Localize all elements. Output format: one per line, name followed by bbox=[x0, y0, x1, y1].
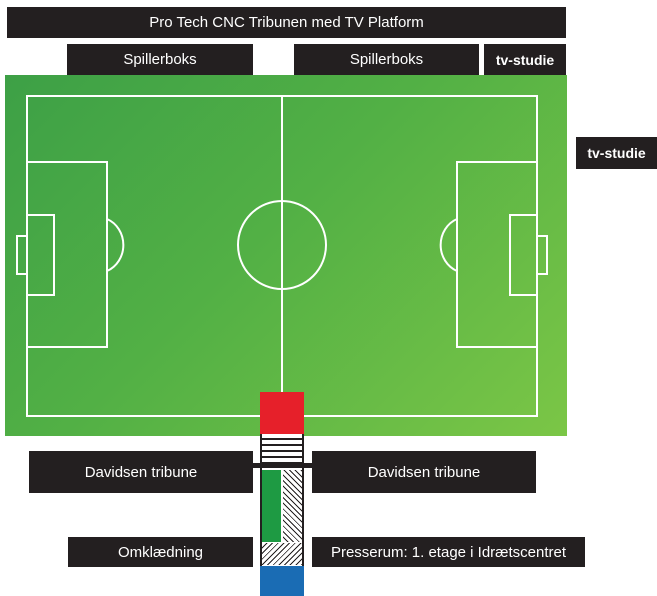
left-penalty-arc bbox=[106, 218, 125, 272]
davidsen-tribune-right-label: Davidsen tribune bbox=[312, 451, 536, 493]
page-title: Pro Tech CNC Tribunen med TV Platform bbox=[7, 7, 566, 38]
right-goal bbox=[536, 235, 548, 275]
center-circle bbox=[237, 200, 327, 290]
left-goal bbox=[16, 235, 28, 275]
blue-base-block bbox=[260, 566, 304, 596]
stair-section bbox=[260, 434, 304, 464]
tv-studie-side-label: tv-studie bbox=[576, 137, 657, 169]
green-omklaedning-strip bbox=[262, 470, 281, 542]
right-penalty-arc bbox=[439, 218, 458, 272]
left-penalty-area bbox=[26, 161, 108, 348]
left-goal-area bbox=[26, 214, 55, 296]
davidsen-tribune-left-label: Davidsen tribune bbox=[29, 451, 253, 493]
hatched-presserum-strip bbox=[283, 470, 302, 542]
presserum-label: Presserum: 1. etage i Idrætscentret bbox=[312, 537, 585, 567]
tv-studie-top-label: tv-studie bbox=[484, 44, 566, 75]
omklaedning-label: Omklædning bbox=[68, 537, 253, 567]
pitch-markings bbox=[16, 95, 548, 417]
right-penalty-area bbox=[456, 161, 538, 348]
tribune-divider-bar bbox=[253, 463, 312, 468]
red-platform-block bbox=[260, 392, 304, 434]
right-goal-area bbox=[509, 214, 538, 296]
football-pitch bbox=[5, 75, 567, 436]
spillerboks-right-label: Spillerboks bbox=[294, 44, 479, 75]
hatched-bottom-section bbox=[262, 543, 302, 565]
spillerboks-left-label: Spillerboks bbox=[67, 44, 253, 75]
